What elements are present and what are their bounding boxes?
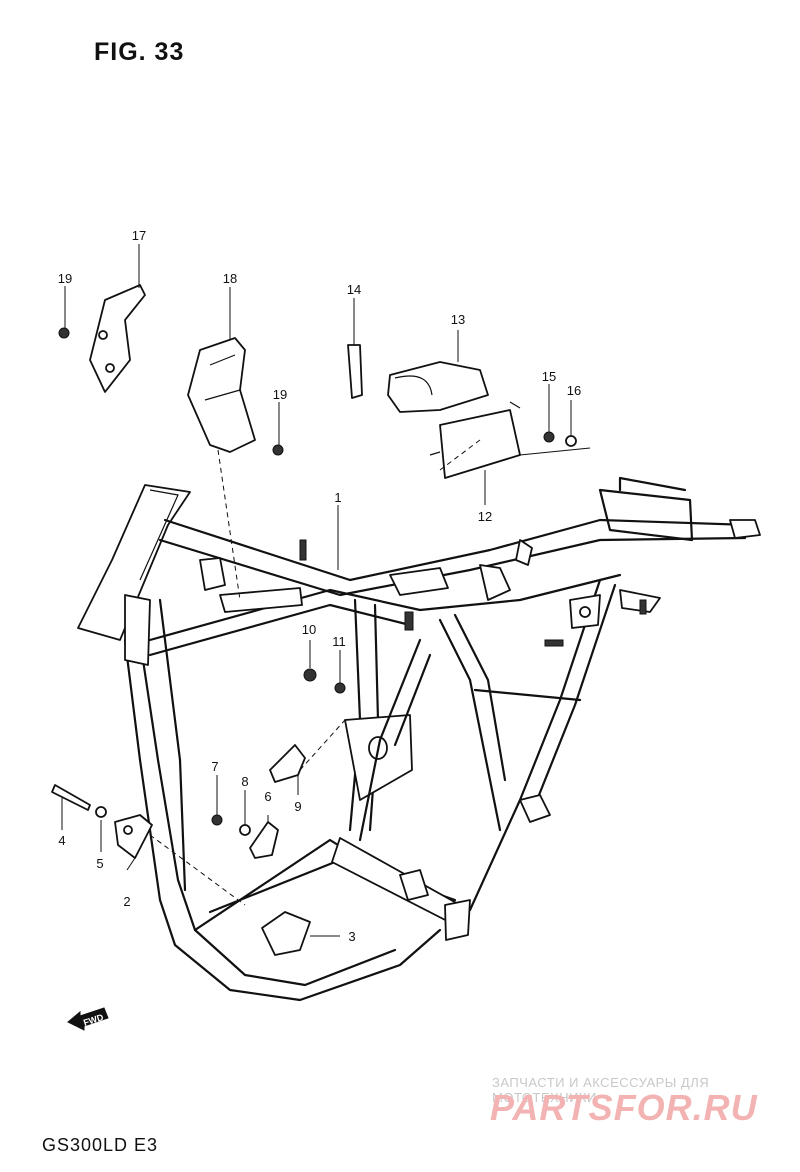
callout: 16 [567, 383, 581, 398]
bolt-15 [543, 431, 555, 443]
callout: 10 [302, 622, 316, 637]
figure-title: FIG. 33 [94, 38, 185, 66]
callout: 8 [241, 774, 248, 789]
main-frame [77, 476, 761, 1002]
callout: 9 [294, 799, 301, 814]
callout: 2 [123, 894, 130, 909]
model-code: GS300LD E3 [42, 1135, 159, 1155]
callout-labels: 1 2 3 4 5 6 7 8 9 10 11 12 13 14 15 16 1… [58, 228, 581, 944]
callout: 3 [348, 929, 355, 944]
box-12 [439, 409, 521, 479]
bolt-19-right [272, 444, 284, 456]
nut-11 [334, 682, 346, 694]
callout: 11 [332, 634, 346, 649]
nut-16 [565, 435, 577, 447]
clamp-14 [347, 344, 363, 399]
case-13 [387, 361, 489, 413]
bolt-19-left [58, 327, 70, 339]
bolt-10 [303, 668, 317, 682]
callout: 5 [96, 856, 103, 871]
nut-8 [239, 824, 251, 836]
callout: 13 [451, 312, 465, 327]
callout: 14 [347, 282, 361, 297]
nut-5 [95, 806, 107, 818]
plate-6 [249, 821, 279, 859]
plate-3 [261, 911, 311, 956]
callout: 12 [478, 509, 492, 524]
callout: 7 [211, 759, 218, 774]
callout: 6 [264, 789, 271, 804]
callout: 19 [58, 271, 72, 286]
plate-9 [269, 744, 306, 783]
bolt-4 [51, 784, 91, 811]
bracket-2 [114, 814, 153, 859]
callout: 15 [542, 369, 556, 384]
callout: 19 [273, 387, 287, 402]
leader-lines [61, 244, 591, 937]
callout: 1 [334, 490, 341, 505]
callout: 4 [58, 833, 65, 848]
watermark-logo: PARTSFOR.RU [490, 1087, 758, 1128]
bolt-7 [211, 814, 223, 826]
fwd-arrow-icon: FWD [67, 1007, 109, 1031]
bracket-17 [89, 284, 146, 393]
callout: 18 [223, 271, 237, 286]
callout: 17 [132, 228, 146, 243]
watermark-caption: ЗАПЧАСТИ И АКСЕССУАРЫ ДЛЯ МОТОТЕХНИКИ [492, 1075, 710, 1105]
